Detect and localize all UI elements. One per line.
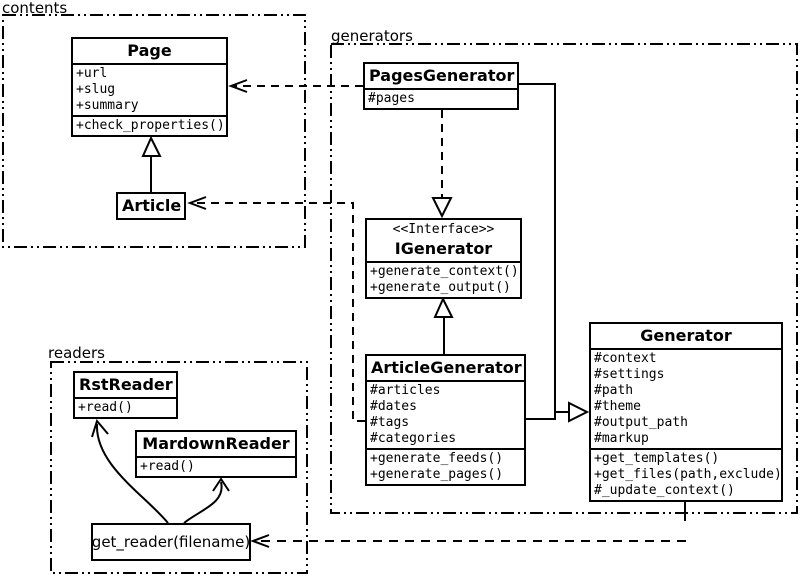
class-box-rstreader: RstReader +read() <box>73 371 178 419</box>
class-title-mardownreader: MardownReader <box>142 434 290 453</box>
class-title-rstreader: RstReader <box>79 375 173 394</box>
package-readers-label: readers <box>48 344 105 362</box>
hollow-triangle-at-igenerator-bottom <box>433 296 454 318</box>
method: +read() <box>140 459 195 474</box>
method: +generate_context() <box>370 264 519 279</box>
package-contents-border <box>2 14 306 248</box>
rstreader-methods-section: +read() <box>75 397 176 417</box>
attribute: #articles <box>370 383 441 398</box>
open-arrowhead-at-mardownreader <box>212 477 230 492</box>
class-title-igenerator: IGenerator <box>394 239 493 258</box>
class-box-articlegenerator: ArticleGenerator #articles #dates #tags … <box>365 354 526 486</box>
open-arrowhead-at-getreader <box>250 534 270 548</box>
package-generators-label: generators <box>331 27 413 45</box>
pagesgenerator-attributes-section: #pages <box>365 88 517 108</box>
igenerator-methods-section: +generate_context() +generate_output() <box>367 261 520 297</box>
attribute: +slug <box>76 82 116 97</box>
class-box-article: Article <box>116 192 186 220</box>
open-arrowhead-at-article <box>187 196 207 210</box>
attribute: #markup <box>594 431 649 446</box>
class-box-generator: Generator #context #settings #path #them… <box>589 322 783 502</box>
articlegenerator-attributes-section: #articles #dates #tags #categories <box>367 380 524 448</box>
method: +check_properties() <box>76 118 225 133</box>
open-arrowhead-at-page <box>228 79 248 93</box>
attribute: #output_path <box>594 415 688 430</box>
class-title-generator: Generator <box>640 326 732 345</box>
package-generators-border <box>330 43 798 514</box>
open-arrowhead-at-rstreader <box>91 418 109 438</box>
edge-getreader-to-rstreader <box>95 423 169 524</box>
class-box-igenerator: <<Interface>> IGenerator +generate_conte… <box>365 218 522 299</box>
method: +generate_output() <box>370 280 511 295</box>
method: +read() <box>78 400 133 415</box>
attribute: #pages <box>368 91 415 106</box>
attribute: +summary <box>76 98 139 113</box>
package-readers-border <box>50 361 308 574</box>
package-contents-label: contents <box>2 0 68 17</box>
attribute: #tags <box>370 415 410 430</box>
attribute: #theme <box>594 399 641 414</box>
page-attributes-section: +url +slug +summary <box>73 63 226 115</box>
hollow-triangle-at-igenerator-top <box>431 197 453 219</box>
articlegenerator-methods-section: +generate_feeds() +generate_pages() <box>367 448 524 484</box>
method: +get_templates() <box>594 451 720 466</box>
hollow-triangle-at-page <box>141 135 162 157</box>
edge-articlegenerator-inherits-generator <box>526 412 556 420</box>
attribute: #path <box>594 383 634 398</box>
get-reader-label: get_reader(filename) <box>91 533 251 551</box>
generator-attributes-section: #context #settings #path #theme #output_… <box>591 348 781 448</box>
class-box-pagesgenerator: PagesGenerator #pages <box>363 62 519 110</box>
method: +get_files(path,exclude) <box>594 467 782 482</box>
mardownreader-methods-section: +read() <box>137 456 295 476</box>
page-methods-section: +check_properties() <box>73 115 226 135</box>
class-title-article: Article <box>122 196 182 215</box>
edge-getreader-to-mardownreader <box>183 481 223 524</box>
function-box-get-reader: get_reader(filename) <box>91 523 251 561</box>
method: +generate_pages() <box>370 467 504 482</box>
igenerator-stereotype: <<Interface>> <box>392 222 495 237</box>
edge-pagesgenerator-inherits-generator <box>519 83 569 413</box>
method: #_update_context() <box>594 483 735 498</box>
attribute: #settings <box>594 367 665 382</box>
class-title-pagesgenerator: PagesGenerator <box>369 66 515 85</box>
attribute: #context <box>594 351 657 366</box>
hollow-triangle-at-generator <box>568 401 590 423</box>
edge-articlegenerator-depends-on-article <box>193 202 365 422</box>
class-box-page: Page +url +slug +summary +check_properti… <box>71 37 228 137</box>
class-title-articlegenerator: ArticleGenerator <box>371 358 522 377</box>
attribute: #categories <box>370 431 457 446</box>
class-title-page: Page <box>127 41 172 60</box>
class-box-mardownreader: MardownReader +read() <box>135 430 297 478</box>
generator-methods-section: +get_templates() +get_files(path,exclude… <box>591 448 782 500</box>
attribute: +url <box>76 66 108 81</box>
method: +generate_feeds() <box>370 451 504 466</box>
attribute: #dates <box>370 399 417 414</box>
